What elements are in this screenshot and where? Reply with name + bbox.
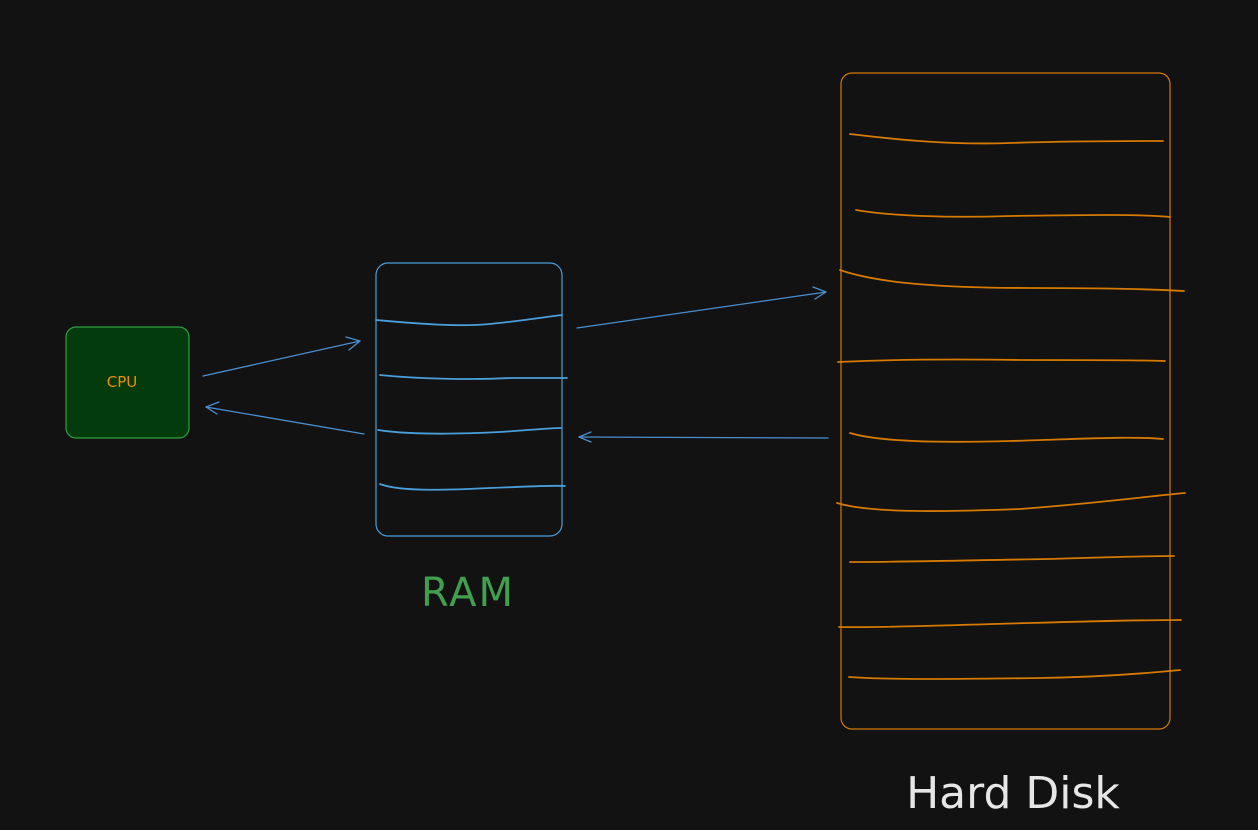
ram-slot-line [379,374,568,380]
hard-disk-label: Hard Disk [906,768,1120,819]
hard-disk-slot-lines [836,133,1186,680]
ram-node: RAM [375,262,568,616]
arrow-cpu-to-ram [202,336,361,377]
hard-disk-slot-line [848,669,1181,680]
hard-disk-slot-line [855,209,1171,218]
hard-disk-slot-line [836,492,1186,512]
hard-disk-box [840,72,1171,730]
hard-disk-slot-line [849,432,1164,443]
ram-slot-line [379,483,566,491]
ram-slot-line [377,427,562,435]
arrow-ram-to-cpu [205,401,365,435]
ram-slot-line [375,314,563,327]
arrow-ram-to-hard-disk [576,286,827,329]
ram-slot-lines [375,314,568,491]
cpu-node: CPU [65,326,190,439]
cpu-box [65,326,190,439]
ram-label: RAM [421,570,515,616]
cpu-label: CPU [107,373,138,391]
connection-arrows [202,286,829,443]
arrow-hard-disk-to-ram [578,431,829,443]
hard-disk-slot-line [837,358,1166,363]
hard-disk-node: Hard Disk [836,72,1186,819]
ram-box [375,262,563,537]
hard-disk-slot-line [838,619,1182,629]
hard-disk-slot-line [839,269,1185,292]
hard-disk-slot-line [849,555,1175,563]
hard-disk-slot-line [849,133,1164,145]
